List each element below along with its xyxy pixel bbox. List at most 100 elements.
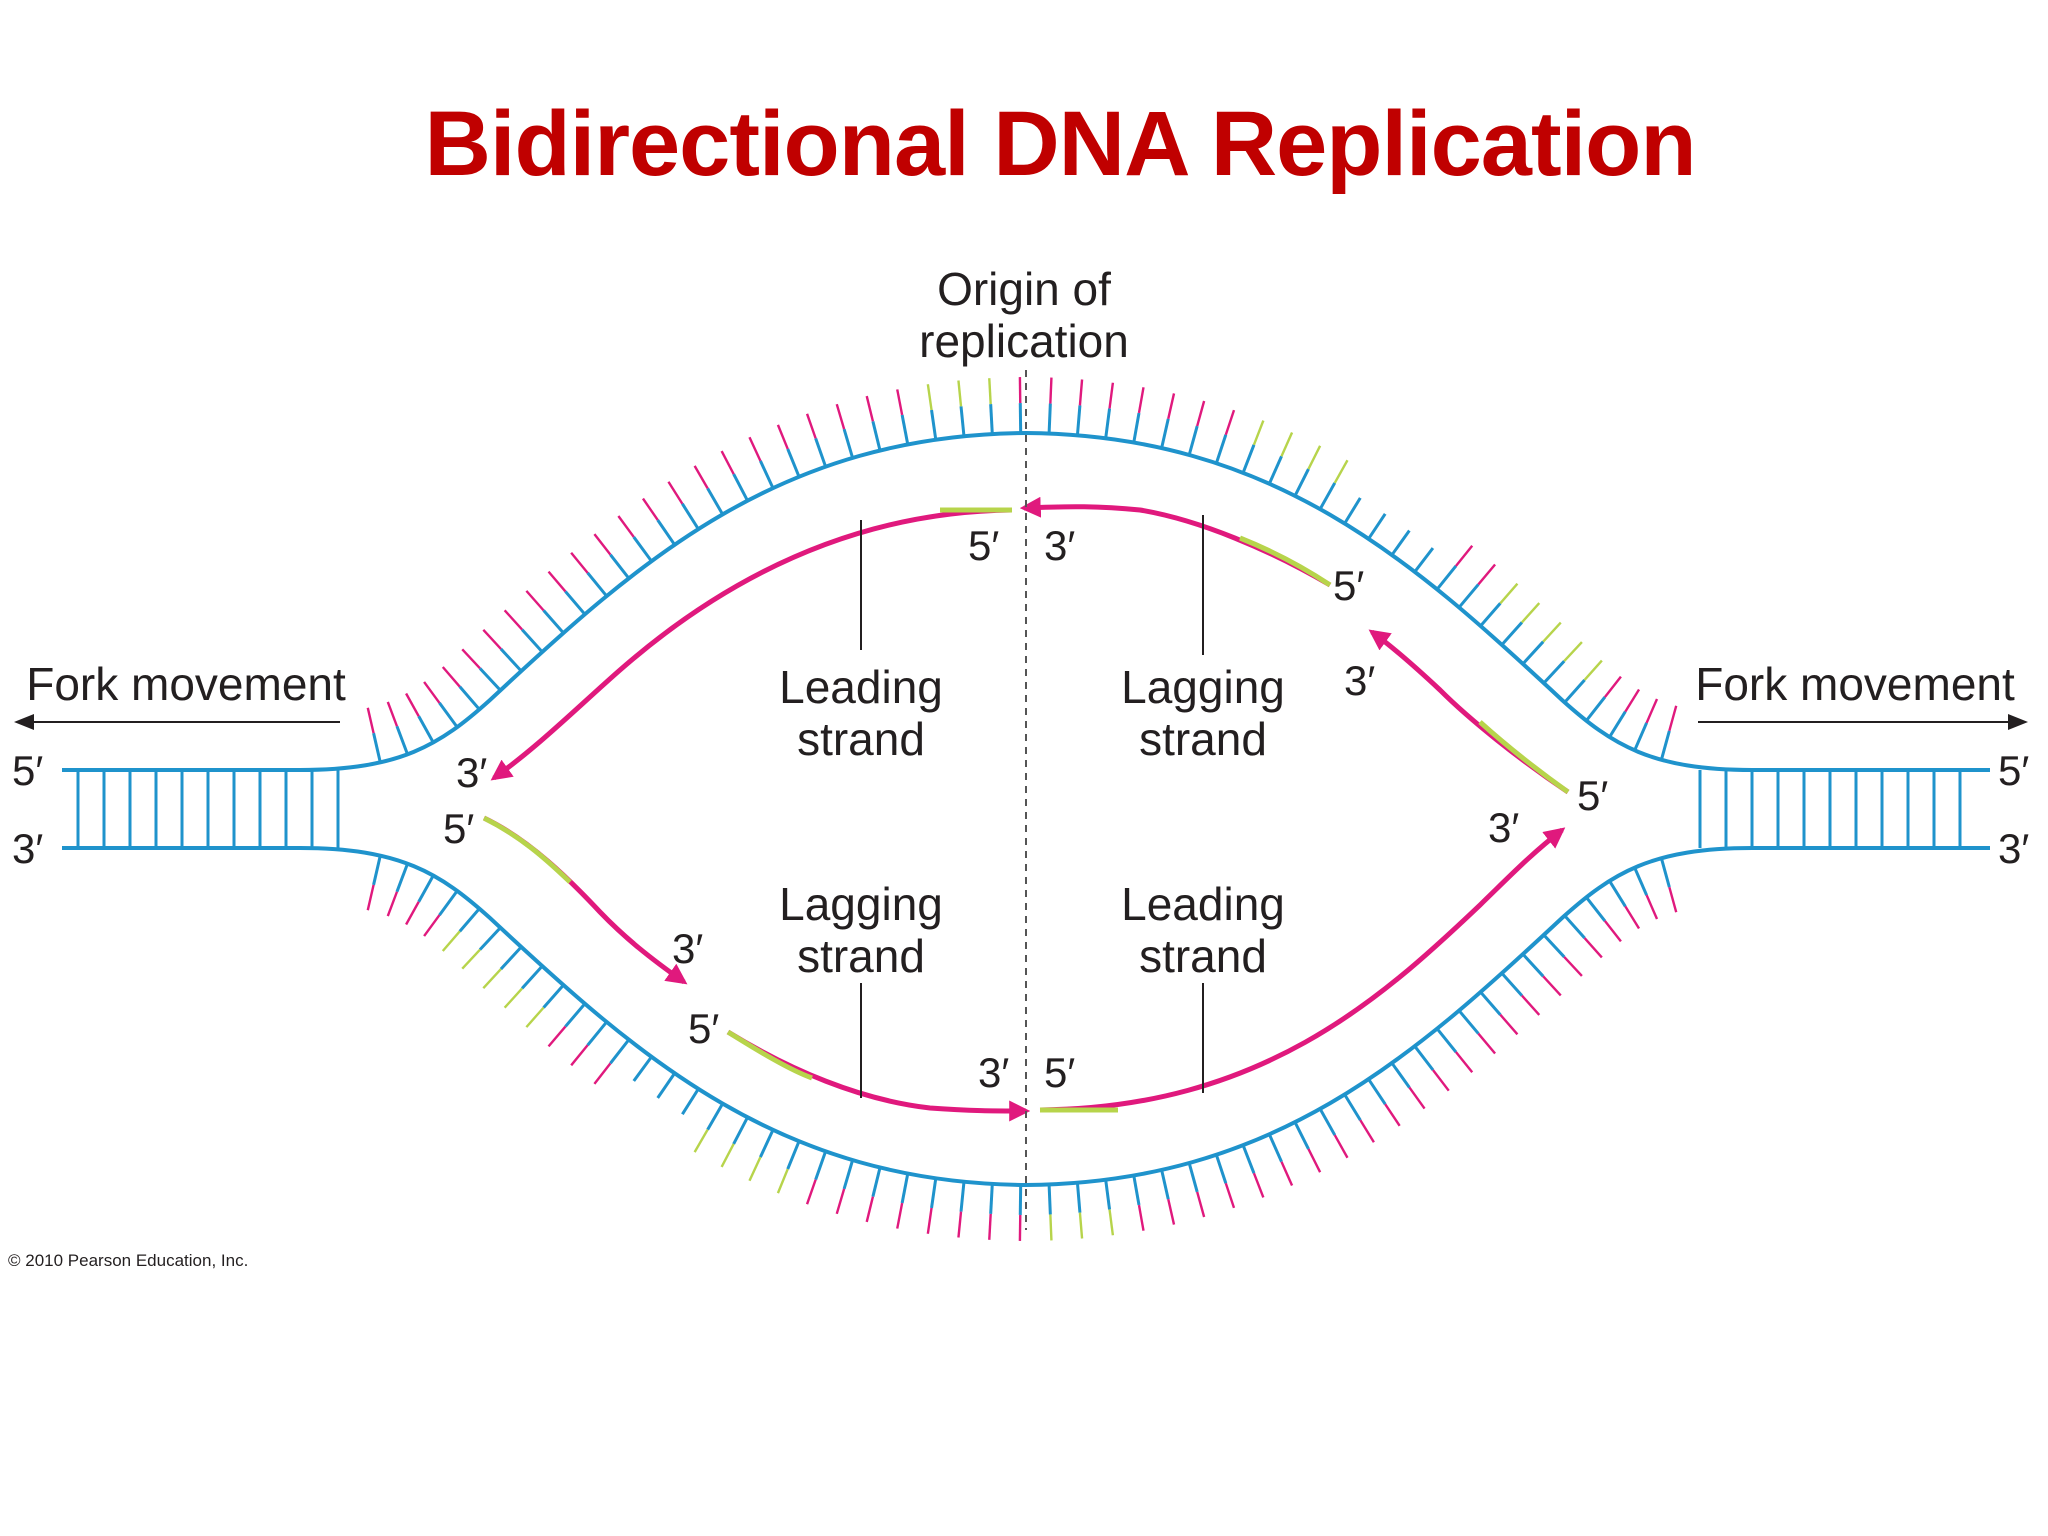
new-base-rung — [1583, 659, 1603, 681]
base-pair-rung — [520, 965, 544, 990]
new-base-rung — [835, 1188, 846, 1215]
new-base-rung — [593, 533, 612, 556]
new-base-rung — [423, 914, 441, 937]
new-base-rung — [1432, 1069, 1450, 1092]
base-pair-rung — [1563, 914, 1586, 940]
new-base-rung — [926, 384, 933, 411]
base-pair-rung — [1413, 547, 1435, 573]
new-base-rung — [865, 395, 875, 422]
base-pair-rung — [1343, 497, 1362, 525]
end-okazaki-left-5: 5′ — [688, 1005, 719, 1052]
new-base-rung — [1454, 544, 1474, 567]
new-base-rung — [641, 497, 659, 521]
base-pair-rung — [520, 628, 544, 653]
lagging-fragment-left — [482, 815, 688, 985]
base-pair-rung — [1413, 1045, 1435, 1071]
base-pair-rung — [989, 1183, 994, 1214]
primer-bottom-center — [726, 1029, 813, 1081]
base-pair-rung — [586, 1020, 608, 1047]
new-base-rung — [570, 551, 589, 574]
new-base-rung — [1668, 886, 1678, 913]
new-base-rung — [1196, 1191, 1206, 1218]
fork-movement-right: Fork movement — [1695, 658, 2015, 710]
base-pair-rung — [1104, 1179, 1112, 1210]
base-pair-rung — [706, 487, 724, 516]
new-base-rung — [423, 681, 441, 704]
leading-strand-bottom-line1: Leading — [1121, 878, 1285, 930]
new-base-rung — [1137, 1204, 1145, 1231]
base-pair-rungs — [76, 377, 1962, 1241]
leading-strand-top-line1: Leading — [779, 661, 943, 713]
base-pair-rung — [1585, 696, 1607, 722]
base-pair-rung — [478, 667, 502, 692]
base-pair-rung — [1160, 1169, 1170, 1200]
end-right-top: 5′ — [1998, 747, 2029, 794]
base-pair-rung — [1047, 403, 1052, 434]
new-base-rung — [1384, 1103, 1401, 1127]
new-base-rung — [1477, 563, 1496, 586]
new-base-rung — [957, 1211, 963, 1238]
new-base-rung — [366, 884, 375, 911]
base-pair-rung — [1521, 953, 1545, 978]
end-okazaki-left-3: 3′ — [672, 925, 703, 972]
base-pair-rung — [372, 732, 382, 763]
new-base-rung — [386, 701, 399, 727]
new-base-rung — [1137, 387, 1145, 414]
new-strands — [482, 496, 1570, 1122]
base-pair-rung — [1542, 933, 1566, 958]
base-pair-rung — [871, 420, 882, 451]
base-pair-rung — [564, 590, 586, 616]
new-base-rung — [1252, 1172, 1265, 1198]
base-pair-rung — [1075, 1182, 1082, 1213]
base-pair-rung — [458, 685, 481, 711]
new-base-rung — [461, 948, 481, 970]
new-base-rung — [1049, 377, 1053, 404]
base-pair-rung — [759, 1129, 775, 1158]
leading-strand-top-line2: strand — [797, 713, 925, 765]
new-base-rung — [1563, 956, 1583, 977]
copyright: © 2010 Pearson Education, Inc. — [8, 1251, 248, 1270]
new-base-rung — [386, 891, 399, 917]
base-pair-rung — [458, 907, 481, 933]
base-pair-rung — [842, 428, 855, 459]
base-pair-rung — [1608, 880, 1627, 908]
base-pair-rung — [1633, 867, 1648, 896]
new-base-rung — [1521, 994, 1541, 1016]
lagging-strand-bottom-line2: strand — [797, 930, 925, 982]
base-pair-rung — [1500, 621, 1524, 646]
new-base-rung — [748, 1156, 762, 1182]
end-top-right-5: 5′ — [1333, 562, 1364, 609]
new-base-rung — [988, 378, 992, 405]
base-pair-rung — [959, 1181, 966, 1212]
new-base-rung — [1408, 508, 1426, 532]
base-pair-rung — [1633, 722, 1648, 751]
base-pair-rung — [1608, 710, 1627, 738]
new-base-rung — [1408, 1086, 1426, 1110]
new-base-rung — [926, 1207, 933, 1234]
end-top-center-5: 5′ — [968, 522, 999, 569]
new-base-rung — [1252, 420, 1265, 446]
new-base-rung — [776, 1168, 789, 1194]
base-pair-rung — [871, 1167, 882, 1198]
new-base-rung — [1224, 1182, 1236, 1209]
new-base-rung — [1307, 1148, 1322, 1173]
base-pair-rung — [732, 473, 749, 502]
base-pair-rung — [1521, 640, 1545, 665]
new-base-rung — [693, 1128, 709, 1153]
base-pair-rung — [681, 502, 700, 530]
new-base-rung — [1603, 675, 1622, 698]
base-pair-rung — [395, 725, 409, 755]
new-base-rung — [776, 424, 789, 450]
end-okazaki-right-3: 3′ — [1344, 657, 1375, 704]
new-base-rung — [805, 1179, 817, 1205]
base-pair-rung — [656, 519, 676, 546]
new-base-rung — [1583, 937, 1603, 959]
base-pair-rung — [1075, 405, 1082, 436]
base-pair-rung — [959, 406, 966, 437]
new-base-rung — [482, 628, 502, 650]
base-pair-rung — [1104, 408, 1112, 439]
new-base-rung — [1432, 526, 1450, 549]
end-bottom-center-3: 3′ — [978, 1049, 1009, 1096]
new-base-rung — [1499, 582, 1519, 605]
origin-label-line2: replication — [919, 315, 1129, 367]
